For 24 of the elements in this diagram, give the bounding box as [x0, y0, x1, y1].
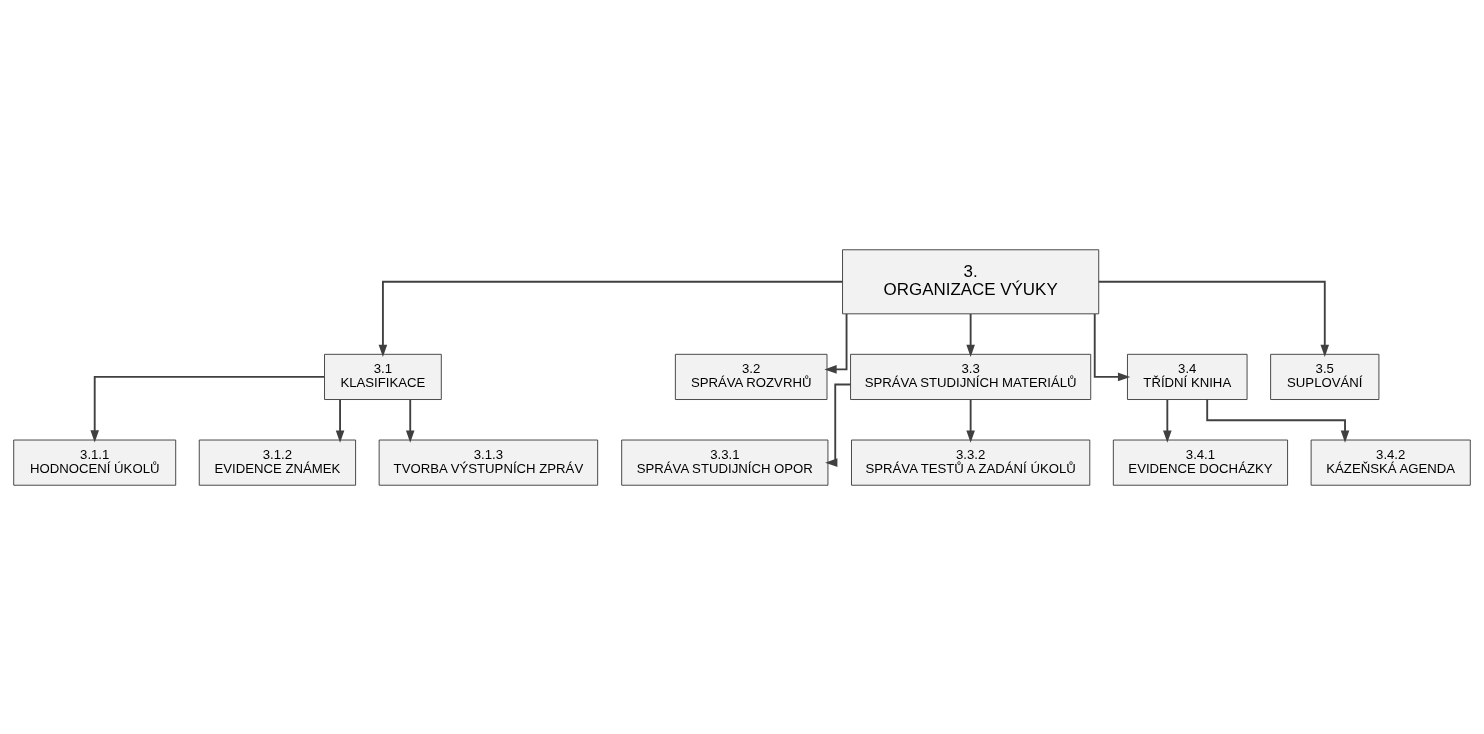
node-box: 3.1.2 EVIDENCE ZNÁMEK — [198, 439, 357, 486]
arrow — [1093, 312, 1131, 381]
arrow — [966, 398, 975, 443]
arrow — [966, 312, 975, 357]
node-box: 3.2 SPRÁVA ROZVRHŮ — [674, 353, 828, 400]
node-box: 3.4.2 KÁZEŇSKÁ AGENDA — [1310, 439, 1471, 486]
arrow — [824, 312, 848, 374]
node-box: 3.3.1 SPRÁVA STUDIJNÍCH OPOR — [621, 439, 829, 486]
arrow — [825, 383, 852, 467]
node-box: 3.3 SPRÁVA STUDIJNÍCH MATERIÁLŮ — [850, 353, 1092, 400]
arrow — [1097, 280, 1330, 357]
node-box: 3. ORGANIZACE VÝUKY — [842, 248, 1100, 314]
node-box: 3.4.1 EVIDENCE DOCHÁZKY — [1112, 439, 1289, 486]
arrow — [90, 375, 326, 442]
node-box: 3.4 TŘÍDNÍ KNIHA — [1127, 353, 1248, 400]
arrow — [378, 280, 844, 357]
arrow — [405, 398, 415, 443]
node-box: 3.1.3 TVORBA VÝSTUPNÍCH ZPRÁV — [378, 439, 599, 486]
arrow — [1163, 398, 1172, 443]
node-box: 3.1 KLASIFIKACE — [324, 353, 442, 400]
node-box: 3.1.1 HODNOCENÍ ÚKOLŮ — [13, 439, 177, 486]
arrow — [335, 398, 345, 443]
node-box: 3.5 SUPLOVÁNÍ — [1270, 353, 1380, 400]
node-box: 3.3.2 SPRÁVA TESTŮ A ZADÁNÍ ÚKOLŮ — [851, 439, 1091, 486]
